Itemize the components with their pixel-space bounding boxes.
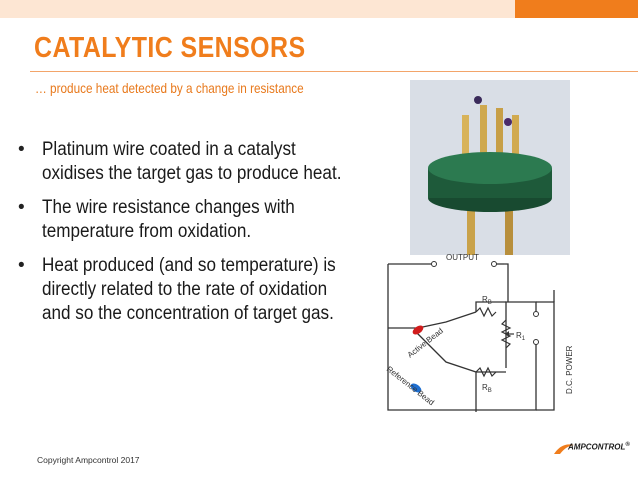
rb-bottom-label: RB: [482, 383, 492, 394]
sensor-pins: [462, 105, 519, 255]
slide-title: CATALYTIC SENSORS: [34, 32, 306, 64]
dc-power-label: D.C. POWER: [565, 345, 574, 394]
bullet-text: Heat produced (and so temperature) is di…: [42, 255, 336, 324]
bullet-marker: •: [18, 197, 25, 218]
r1-label: R1: [516, 331, 526, 342]
header-band-light: [0, 0, 515, 18]
bridge-circuit-diagram: OUTPUT RB RB R1 D.C. POWER Active Bead R…: [385, 253, 574, 412]
rb-top-label: RB: [482, 295, 492, 306]
ampcontrol-logo: AMPCONTROL®: [552, 440, 632, 463]
catalyst-bead: [504, 118, 512, 126]
reference-bead-icon: [410, 383, 422, 393]
output-label: OUTPUT: [446, 253, 479, 262]
active-bead-icon: [412, 325, 424, 335]
logo-text: AMPCONTROL®: [568, 442, 630, 452]
sensor-base: [428, 152, 552, 212]
r1-resistor: [500, 319, 514, 349]
bullet-item: • Heat produced (and so temperature) is …: [18, 254, 358, 326]
bullet-text: Platinum wire coated in a catalyst oxidi…: [42, 139, 342, 184]
circuit-wires: [387, 263, 555, 412]
bullet-marker: •: [18, 139, 25, 160]
bullet-item: • The wire resistance changes with tempe…: [18, 196, 358, 244]
sensor-photo: [410, 80, 570, 255]
rb-top-resistor: [475, 306, 497, 318]
bullet-text: The wire resistance changes with tempera…: [42, 197, 295, 242]
bullet-list: • Platinum wire coated in a catalyst oxi…: [18, 138, 358, 336]
reference-bead-label: Reference Bead: [385, 364, 436, 407]
copyright-text: Copyright Ampcontrol 2017: [37, 455, 140, 465]
output-terminals: [431, 261, 497, 267]
title-divider: [30, 71, 638, 72]
bullet-item: • Platinum wire coated in a catalyst oxi…: [18, 138, 358, 186]
dc-power-terminals: [533, 311, 539, 345]
catalyst-bead: [474, 96, 482, 104]
logo-swoosh-icon: [554, 444, 574, 454]
header-band-accent: [515, 0, 638, 18]
bullet-marker: •: [18, 255, 25, 276]
rb-bottom-resistor: [475, 366, 497, 378]
slide-subtitle: … produce heat detected by a change in r…: [35, 80, 304, 96]
